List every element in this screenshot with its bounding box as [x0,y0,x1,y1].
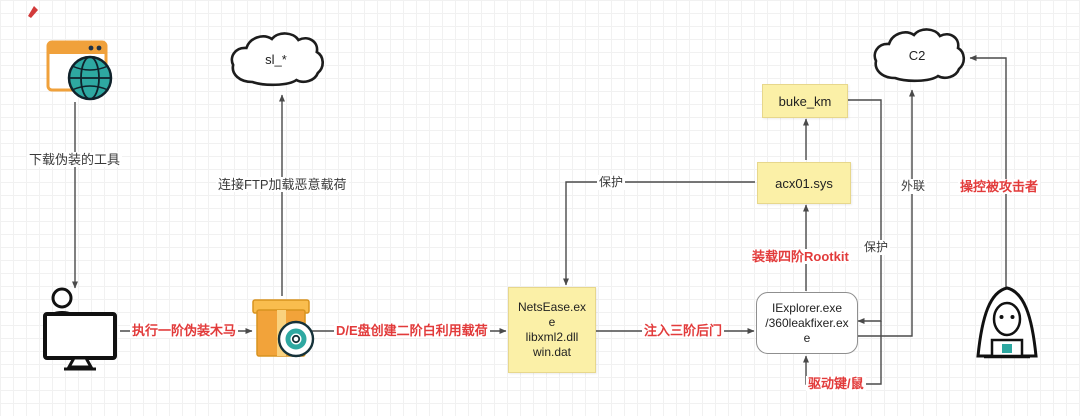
victim-computer-icon [43,287,117,371]
label-download-tool: 下载伪装的工具 [27,152,123,167]
payload-files-note-text: NetsEase.exe libxml2.dll win.dat [517,300,587,359]
label-control-victim: 操控被攻击者 [958,179,1041,194]
red-pen-artifact [28,6,38,18]
label-outbound: 外联 [899,179,928,194]
rootkit-driver-note: acx01.sys [757,162,851,204]
edge-outbound-c2 [857,89,915,337]
label-protect-process: 保护 [862,240,891,255]
payload-files-note: NetsEase.exe libxml2.dll win.dat [508,287,596,373]
infected-process-box-text: IExplorer.exe /360leakfixer.exe [765,300,849,345]
edge-protect-process [847,99,882,324]
c2-cloud-label: C2 [908,48,926,63]
ftp-cloud [230,32,324,87]
label-create-payload: D/E盘创建二阶白利用载荷 [334,323,490,338]
label-protect-payload: 保护 [597,175,626,190]
infected-process-box: IExplorer.exe /360leakfixer.exe [756,292,858,354]
label-load-rootkit: 装载四阶Rootkit [750,249,851,264]
label-connect-ftp: 连接FTP加载恶意载荷 [216,177,349,192]
browser-globe-icon [46,40,113,101]
edge-control-victim [969,55,1007,288]
c2-cloud [873,28,966,83]
attacker-hood-icon [976,286,1038,359]
label-inject-backdoor: 注入三阶后门 [642,323,725,338]
monitor-icon [43,312,117,360]
buke-km-note: buke_km [762,84,848,118]
label-drive-keyboard-mouse: 驱动键/鼠 [806,376,866,391]
user-head-icon [51,287,73,309]
ftp-cloud-label: sl_* [265,52,287,67]
buke-km-note-text: buke_km [778,93,832,109]
installer-package-cd-icon [252,299,315,358]
rootkit-driver-note-text: acx01.sys [775,175,833,191]
label-execute-trojan: 执行一阶伪装木马 [130,323,239,338]
edge-protect-payload [563,181,755,286]
